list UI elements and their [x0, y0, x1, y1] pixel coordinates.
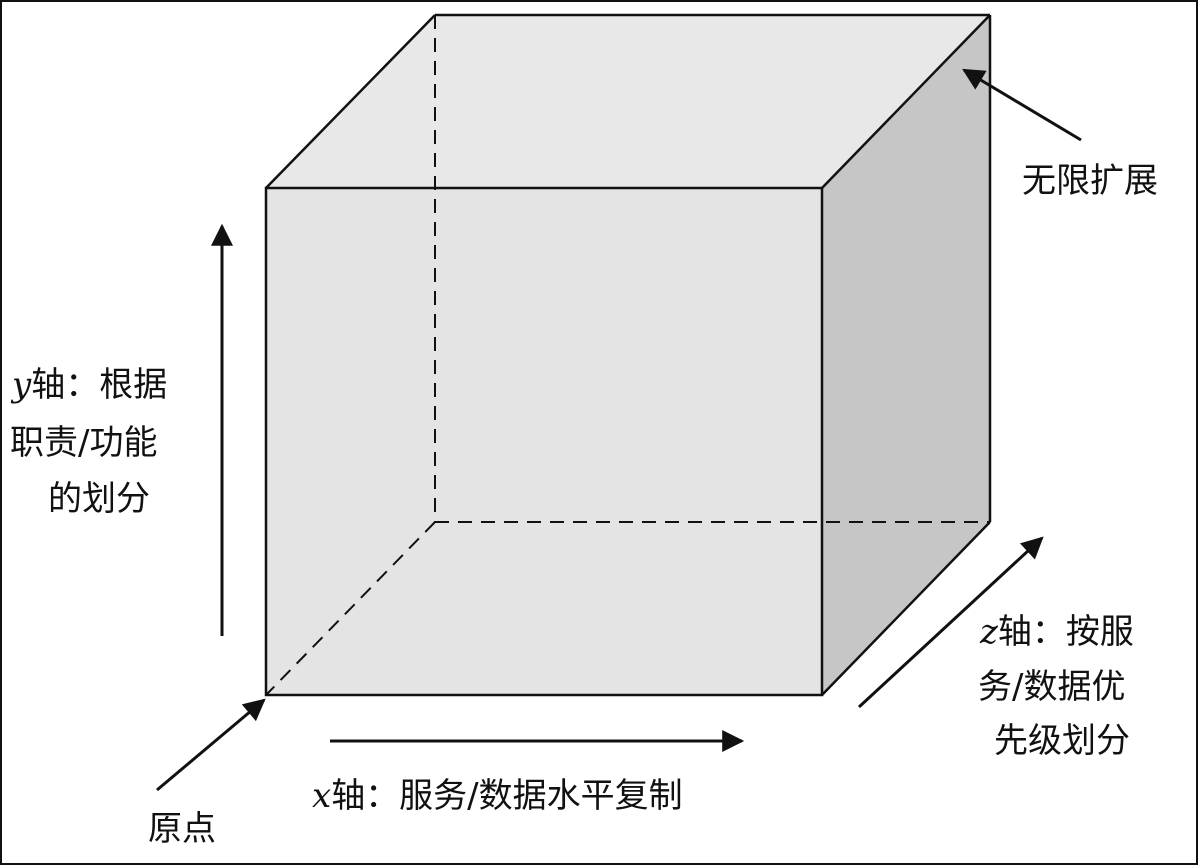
z-axis-label: z轴：按服 — [979, 612, 1134, 652]
cube-front-face — [266, 188, 822, 695]
x-axis-label-text: 轴：服务/数据水平复制 — [331, 776, 682, 816]
z-axis-letter: z — [979, 612, 999, 652]
cube-top-face — [266, 15, 990, 188]
cube-hidden-edges — [265, 15, 990, 696]
z-axis-label-line-3: 先级划分 — [994, 721, 1130, 761]
infinite-expansion-label: 无限扩展 — [1022, 161, 1158, 201]
z-axis-label-line-1: 轴：按服 — [998, 612, 1134, 652]
infinite-pointer-arrow — [962, 68, 1082, 142]
y-axis-label-line-1: 轴：根据 — [31, 365, 167, 405]
z-axis-label-line-2: 务/数据优 — [978, 667, 1125, 707]
origin-pointer-arrow — [156, 698, 266, 792]
y-axis-label: y轴：根据 — [10, 365, 167, 405]
cube-side-face — [822, 15, 990, 695]
y-axis-label-line-2: 职责/功能 — [10, 423, 157, 463]
z-axis-arrow — [857, 536, 1044, 709]
x-axis-label: x轴：服务/数据水平复制 — [312, 776, 683, 816]
y-axis-letter: y — [10, 365, 32, 405]
y-axis-label-line-3: 的划分 — [48, 479, 150, 519]
cube-visible-edges — [264, 13, 992, 697]
x-axis-letter: x — [312, 776, 331, 816]
origin-label: 原点 — [148, 809, 216, 849]
